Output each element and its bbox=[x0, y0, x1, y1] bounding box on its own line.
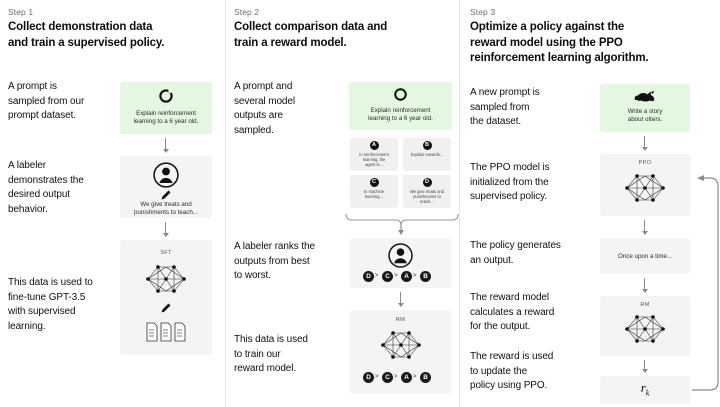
step-2-title-line2: train a reward model. bbox=[234, 36, 347, 49]
step-3-ppo-box: PPO bbox=[600, 154, 690, 216]
rm-rank-sep-1: > bbox=[375, 374, 379, 380]
step-1-labeler-box: We give treats and punishments to teach.… bbox=[120, 156, 212, 218]
step-1-title-line2: and train a supervised policy. bbox=[8, 36, 165, 49]
step-1-prompt-text: Explain reinforcement learning to a 6 ye… bbox=[133, 110, 199, 126]
step-3-title: Optimize a policy against the reward mod… bbox=[470, 20, 718, 67]
person-avatar-icon bbox=[153, 162, 179, 188]
option-d-text: We give treats and punishments to teach.… bbox=[409, 189, 445, 205]
step-1-labeler-text: We give treats and punishments to teach.… bbox=[134, 201, 198, 217]
column-divider-2 bbox=[459, 0, 460, 407]
rank-2-badge: C bbox=[382, 271, 393, 282]
step-3-title-line1: Optimize a policy against the bbox=[470, 21, 625, 33]
arrow-ppo-to-output bbox=[644, 220, 646, 234]
neural-network-icon bbox=[381, 331, 421, 359]
neural-network-icon bbox=[625, 315, 665, 343]
step-3-column: Step 3 Optimize a policy against the rew… bbox=[460, 0, 720, 407]
rm-rank-sep-3: > bbox=[413, 374, 417, 380]
step-2-title-line1: Collect comparison data and bbox=[234, 21, 388, 33]
reward-formula: rk bbox=[600, 380, 690, 398]
rank-4-badge: B bbox=[420, 271, 431, 282]
arrow-rm-to-reward bbox=[644, 360, 646, 372]
output-option-d: D We give treats and punishments to teac… bbox=[403, 175, 451, 208]
option-a-text: In reinforcement learning, the agent is.… bbox=[359, 152, 389, 168]
reward-symbol: r bbox=[640, 380, 646, 395]
step-1-title: Collect demonstration data and train a s… bbox=[8, 20, 223, 51]
rm-tag: RM bbox=[395, 317, 406, 323]
step-3-caption-1: A new prompt is sampled from the dataset… bbox=[470, 87, 540, 127]
recycle-circle-icon bbox=[159, 89, 173, 103]
arrow-labeler-to-sft bbox=[165, 222, 167, 236]
sft-tag: SFT bbox=[160, 250, 172, 256]
step-2-column: Step 2 Collect comparison data and train… bbox=[226, 0, 459, 407]
rank-3-badge: A bbox=[401, 271, 412, 282]
step-2-title: Collect comparison data and train a rewa… bbox=[234, 20, 456, 51]
step-1-caption-2: A labeler demonstrates the desired outpu… bbox=[8, 160, 84, 215]
arrow-prompt-to-labeler bbox=[165, 138, 167, 152]
rm-rank-sep-2: > bbox=[394, 374, 398, 380]
step-1-column: Step 1 Collect demonstration data and tr… bbox=[0, 0, 225, 407]
column-divider-1 bbox=[225, 0, 226, 407]
output-option-b: B Explain rewards... bbox=[403, 138, 451, 171]
step-3-reward-box: rk bbox=[600, 376, 690, 404]
rm-rank-2-badge: C bbox=[382, 372, 393, 383]
step-2-caption-2: A labeler ranks the outputs from best to… bbox=[234, 241, 315, 281]
option-c-text: In machine learning... bbox=[363, 189, 385, 200]
outputs-brace bbox=[345, 213, 459, 235]
step-1-prompt-box: Explain reinforcement learning to a 6 ye… bbox=[120, 82, 212, 134]
option-c-badge: C bbox=[369, 178, 379, 187]
step-2-prompt-text: Explain reinforcement learning to a 6 ye… bbox=[368, 107, 433, 123]
rm-rank-4-badge: B bbox=[420, 372, 431, 383]
otter-icon bbox=[634, 91, 655, 102]
step-1-caption-1: A prompt is sampled from our prompt data… bbox=[8, 81, 85, 121]
rank-1-badge: D bbox=[363, 271, 374, 282]
output-option-c: C In machine learning... bbox=[350, 175, 398, 208]
option-b-badge: B bbox=[422, 141, 432, 150]
step-2-prompt-box: Explain reinforcement learning to a 6 ye… bbox=[349, 82, 452, 130]
step-3-prompt-box: Write a story about otters. bbox=[600, 84, 690, 132]
step-2-reward-model-box: RM D > C > A > B bbox=[350, 310, 451, 394]
step-2-ranking-box: D > C > A > B bbox=[350, 238, 451, 288]
step-3-label: Step 3 bbox=[470, 7, 496, 17]
step-2-caption-3: This data is used to train our reward mo… bbox=[234, 334, 308, 374]
pencil-icon bbox=[161, 190, 171, 200]
step-3-caption-2: The PPO model is initialized from the su… bbox=[470, 162, 550, 202]
step-3-title-line2: reward model using the PPO bbox=[470, 36, 623, 49]
step-3-prompt-text: Write a story about otters. bbox=[627, 108, 663, 124]
step-3-caption-3: The policy generates an output. bbox=[470, 240, 561, 266]
option-a-badge: A bbox=[369, 141, 379, 150]
step-3-rm-tag: RM bbox=[640, 302, 650, 308]
step-1-label: Step 1 bbox=[8, 7, 34, 17]
step-1-title-line1: Collect demonstration data bbox=[8, 21, 153, 33]
option-b-text: Explain rewards... bbox=[410, 152, 444, 157]
step-3-rm-box: RM bbox=[600, 296, 690, 356]
step-3-caption-5: The reward is used to update the policy … bbox=[470, 351, 554, 391]
step-1-sft-box: SFT bbox=[120, 240, 212, 355]
step-3-caption-4: The reward model calculates a reward for… bbox=[470, 292, 555, 332]
neural-network-icon bbox=[625, 174, 665, 202]
output-option-a: A In reinforcement learning, the agent i… bbox=[350, 138, 398, 171]
rank-sep-3: > bbox=[413, 273, 417, 279]
pencil-icon bbox=[161, 303, 171, 313]
step-1-caption-3: This data is used to fine-tune GPT-3.5 w… bbox=[8, 277, 93, 332]
feedback-loop-arrow bbox=[692, 175, 719, 391]
rank-sep-1: > bbox=[375, 273, 379, 279]
arrow-ranking-to-rm bbox=[400, 292, 402, 306]
rank-sep-2: > bbox=[394, 273, 398, 279]
step-3-output-box: Once upon a time... bbox=[600, 238, 690, 274]
arrow-output-to-rm bbox=[644, 278, 646, 292]
ppo-tag: PPO bbox=[638, 160, 652, 166]
rm-rank-3-badge: A bbox=[401, 372, 412, 383]
person-avatar-icon bbox=[388, 243, 413, 268]
recycle-circle-icon bbox=[394, 88, 407, 101]
step-3-output-text: Once upon a time... bbox=[618, 253, 672, 260]
reward-subscript: k bbox=[645, 388, 650, 398]
three-documents-icon bbox=[146, 322, 186, 342]
step-3-title-line3: reinforcement learning algorithm. bbox=[470, 52, 649, 64]
rm-rank-1-badge: D bbox=[363, 372, 374, 383]
neural-network-icon bbox=[146, 265, 186, 293]
step-2-caption-1: A prompt and several model outputs are s… bbox=[234, 81, 295, 136]
option-d-badge: D bbox=[422, 178, 432, 187]
arrow-prompt-to-ppo bbox=[644, 136, 646, 150]
step-2-label: Step 2 bbox=[234, 7, 260, 17]
